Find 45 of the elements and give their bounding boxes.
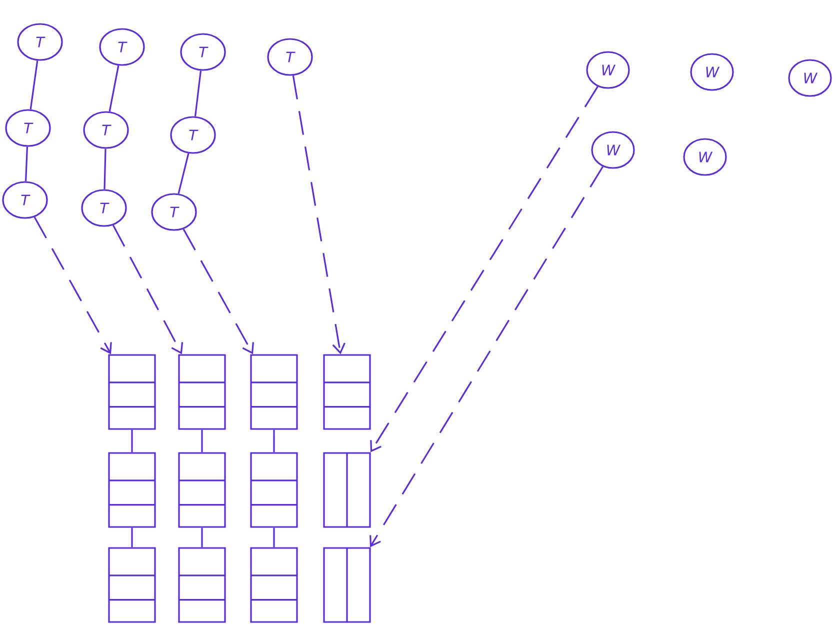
divided-box bbox=[250, 547, 298, 623]
connector-line bbox=[201, 430, 203, 452]
circle-node: T bbox=[81, 189, 127, 227]
arrow bbox=[34, 216, 112, 354]
divided-box bbox=[323, 354, 371, 430]
connector-line bbox=[131, 430, 133, 452]
divided-box bbox=[178, 547, 226, 623]
divided-box bbox=[250, 354, 298, 430]
circle-node: W bbox=[683, 138, 727, 176]
divided-box bbox=[323, 452, 371, 528]
circle-node: T bbox=[83, 111, 129, 149]
circle-node: T bbox=[267, 38, 313, 76]
arrow bbox=[182, 228, 254, 354]
divided-box bbox=[250, 452, 298, 528]
arrow bbox=[292, 75, 346, 354]
divided-box bbox=[178, 354, 226, 430]
circle-node: T bbox=[180, 33, 226, 71]
connector-line bbox=[131, 528, 133, 548]
circle-node: W bbox=[788, 59, 832, 97]
divided-box bbox=[323, 547, 371, 623]
connector-line bbox=[273, 430, 275, 452]
connector-line bbox=[201, 528, 203, 548]
divided-box bbox=[108, 452, 156, 528]
circle-node: W bbox=[591, 131, 635, 169]
circle-node: T bbox=[170, 116, 216, 154]
connector-line bbox=[273, 528, 275, 548]
circle-node: T bbox=[2, 181, 48, 219]
circle-node: W bbox=[586, 51, 630, 89]
arrow bbox=[112, 224, 184, 354]
connector-line bbox=[24, 146, 28, 182]
connector-line bbox=[108, 65, 120, 112]
arrow bbox=[370, 86, 598, 452]
connector-line bbox=[194, 70, 202, 116]
divided-box bbox=[178, 452, 226, 528]
divided-box bbox=[108, 354, 156, 430]
circle-node: T bbox=[99, 28, 145, 66]
divided-box bbox=[108, 547, 156, 623]
connector-line bbox=[104, 148, 106, 190]
connector-line bbox=[30, 60, 38, 110]
circle-node: T bbox=[17, 23, 63, 61]
arrow bbox=[370, 166, 604, 548]
circle-node: T bbox=[5, 109, 51, 147]
connector-line bbox=[178, 153, 190, 194]
circle-node: T bbox=[151, 193, 197, 231]
circle-node: W bbox=[690, 53, 734, 91]
